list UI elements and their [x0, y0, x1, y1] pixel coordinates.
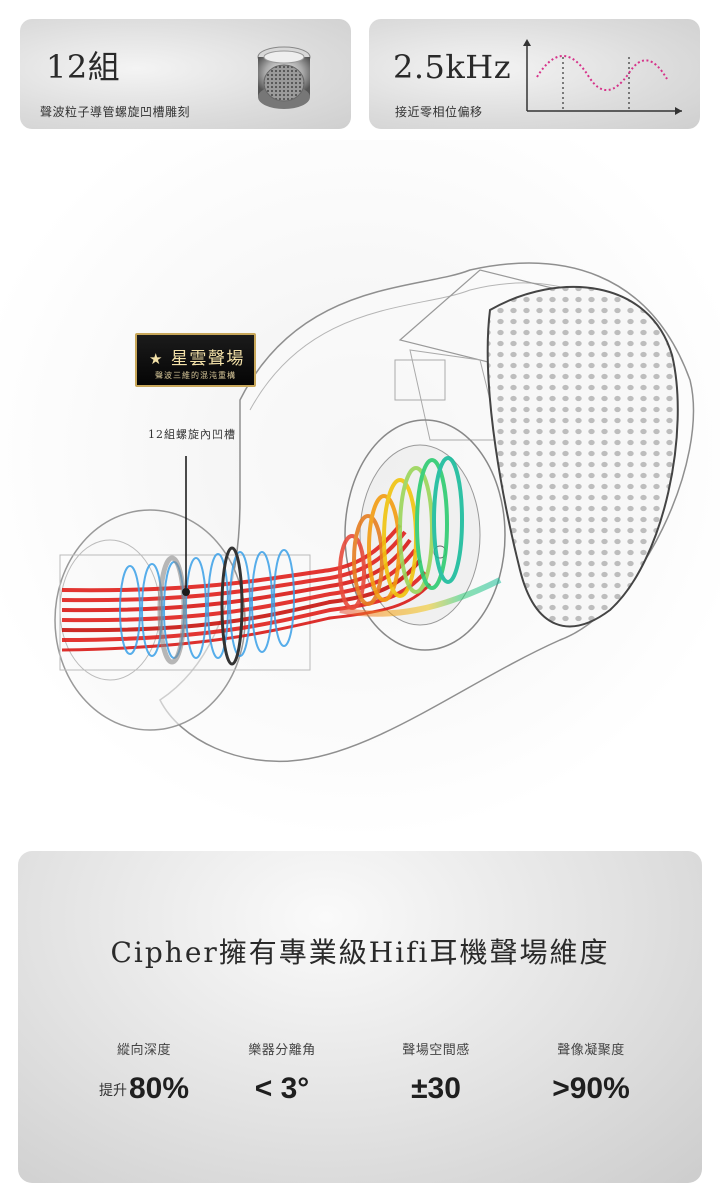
stat-value: 80% [128, 1072, 190, 1105]
stat-label: 聲場空間感 [402, 1043, 470, 1058]
phase-wave-icon [523, 39, 682, 115]
groove-feature-card: 12組 聲波粒子導管螺旋凹槽雕刻 [20, 19, 351, 129]
nozzle-mesh-image [257, 46, 311, 109]
nebula-soundstage-badge: ★ 星雲聲場 聲波三維的混沌重構 [135, 333, 256, 387]
stat-spaciousness: 聲場空間感 ±30 [356, 1039, 516, 1106]
groove-count-value: 12組 [46, 48, 121, 86]
frequency-caption: 接近零相位偏移 [395, 105, 483, 119]
badge-title: 星雲聲場 [170, 349, 245, 369]
badge-subtitle: 聲波三維的混沌重構 [155, 371, 236, 380]
stat-prefix: 提升 [98, 1083, 127, 1099]
stat-value: ±30 [411, 1072, 461, 1105]
stat-value: < 3° [254, 1072, 310, 1105]
groove-count-caption: 聲波粒子導管螺旋凹槽雕刻 [40, 105, 191, 119]
earphone-cutaway-illustration [0, 140, 720, 840]
stat-depth: 縱向深度 提升80% [64, 1039, 224, 1106]
star-icon: ★ [149, 350, 164, 368]
stat-value: >90% [552, 1072, 630, 1105]
frequency-value: 2.5kHz [393, 48, 512, 86]
acoustic-chamber-rings [338, 456, 464, 610]
groove-callout-label: 12組螺旋內凹槽 [148, 428, 236, 441]
stat-label: 聲像凝聚度 [557, 1043, 625, 1058]
stat-separation: 樂器分離角 < 3° [202, 1039, 362, 1106]
stat-label: 樂器分離角 [248, 1043, 316, 1058]
specs-headline: Cipher擁有專業級Hifi耳機聲場維度 [110, 936, 610, 969]
faceplate-mesh [486, 285, 679, 628]
callout-dot [182, 588, 190, 596]
soundstage-specs-card: Cipher擁有專業級Hifi耳機聲場維度 縱向深度 提升80% 樂器分離角 <… [18, 851, 702, 1183]
stat-label: 縱向深度 [116, 1043, 171, 1058]
stat-focus: 聲像凝聚度 >90% [511, 1039, 671, 1106]
phase-feature-card: 2.5kHz 接近零相位偏移 [369, 19, 700, 129]
